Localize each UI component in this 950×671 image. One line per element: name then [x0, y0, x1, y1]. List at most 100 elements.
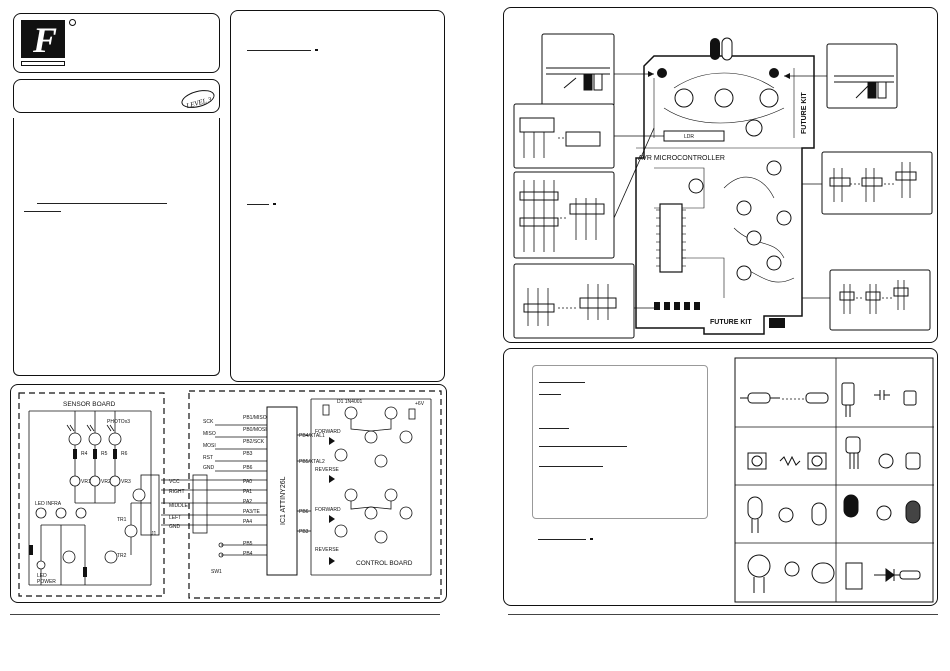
control-board-title: CONTROL BOARD: [356, 560, 413, 567]
schematic-panel: SENSOR BOARD CONTROL BOARD: [10, 384, 447, 603]
text-heading-rule: [539, 466, 603, 467]
right-text-column: [230, 10, 445, 382]
pcb-title: AVR MICROCONTROLLER: [638, 155, 725, 162]
title-box: LEVEL 3: [13, 79, 220, 113]
level-badge: LEVEL 3: [179, 86, 217, 112]
svg-text:SW1: SW1: [211, 569, 222, 575]
text-heading-rule: [539, 382, 585, 383]
led-icons: [583, 73, 887, 99]
svg-text:PB6: PB6: [299, 509, 309, 515]
callout-sensor-left: [541, 33, 615, 107]
section-heading-rule: [37, 203, 167, 204]
transistor-icon: [845, 436, 921, 470]
section-heading-rule-2: [24, 211, 61, 212]
callout-header-3: [513, 263, 635, 339]
svg-text:VCC: VCC: [169, 479, 180, 485]
svg-text:MISO: MISO: [203, 431, 216, 437]
pcb-ldr-label: LDR: [684, 134, 694, 140]
svg-text:PB6: PB6: [243, 465, 253, 471]
svg-text:J1: J1: [151, 531, 157, 537]
heading-tick: [590, 538, 593, 540]
svg-text:TR1: TR1: [117, 517, 127, 523]
svg-text:GND: GND: [169, 524, 181, 530]
svg-text:REVERSE: REVERSE: [315, 467, 340, 473]
svg-text:PB0/MOSI: PB0/MOSI: [243, 427, 267, 433]
left-footer-rule: [10, 614, 440, 615]
ic1-chip-label: IC1 ATTINY26L: [280, 476, 287, 525]
svg-text:PHOTOx3: PHOTOx3: [107, 419, 130, 425]
svg-text:FORWARD: FORWARD: [315, 429, 341, 435]
logo-letter: F: [33, 20, 58, 60]
svg-text:MOSI: MOSI: [203, 443, 216, 449]
svg-text:MIDDLE: MIDDLE: [169, 503, 189, 509]
led-icons: [329, 437, 335, 565]
logo-underline: [21, 61, 65, 66]
svg-text:VR1: VR1: [81, 479, 91, 485]
svg-text:TR2: TR2: [117, 553, 127, 559]
text-heading-rule: [539, 428, 569, 429]
svg-text:PA2: PA2: [243, 499, 252, 505]
level-badge-text: LEVEL 3: [185, 95, 213, 111]
right-footer-rule: [508, 614, 938, 615]
left-text-column: [13, 118, 220, 376]
svg-text:RST: RST: [203, 455, 213, 461]
sensor-board-title: SENSOR BOARD: [63, 401, 116, 408]
ldr-icon: [747, 554, 835, 593]
diode-icon: [845, 562, 921, 590]
logo-box: F: [13, 13, 220, 73]
component-text-box: [532, 365, 708, 519]
capacitor-icon: [841, 382, 917, 417]
svg-text:RIGHT: RIGHT: [169, 489, 185, 495]
svg-text:LED INFRA: LED INFRA: [35, 501, 62, 507]
svg-text:PB3: PB3: [243, 451, 253, 457]
control-board-outline: [188, 390, 442, 599]
svg-text:PA4: PA4: [243, 519, 252, 525]
pcb-brand-top: FUTURE KIT: [801, 92, 808, 134]
sensor-board-outline: [18, 392, 165, 597]
svg-text:PB4: PB4: [243, 551, 253, 557]
trimmer-icon: [747, 452, 827, 470]
photo-transistor-icon: [843, 494, 921, 524]
svg-text:R6: R6: [121, 451, 128, 457]
svg-text:D1 1N4001: D1 1N4001: [337, 399, 363, 405]
svg-text:VR2: VR2: [101, 479, 111, 485]
pcb-assembly-panel: LDR AVR MICROCONTROLLER FUTURE KIT FUTUR…: [503, 7, 938, 343]
heading-tick-2: [273, 203, 276, 205]
resistor-icon: [740, 392, 829, 404]
svg-text:VR3: VR3: [121, 479, 131, 485]
led-icon: [747, 496, 827, 533]
trimmer-icons: [674, 88, 779, 137]
transistor-icons: [688, 160, 792, 281]
svg-text:R4: R4: [81, 451, 88, 457]
svg-text:PA3/TE: PA3/TE: [243, 509, 261, 515]
transistor-icons: [334, 406, 413, 544]
svg-text:SCK: SCK: [203, 419, 214, 425]
svg-text:PB2/SCK: PB2/SCK: [243, 439, 265, 445]
future-kit-logo: F: [21, 20, 65, 60]
text-heading-rule: [539, 394, 561, 395]
svg-text:REVERSE: REVERSE: [315, 547, 340, 553]
component-panel: [503, 348, 938, 606]
section-heading-rule: [247, 50, 311, 51]
svg-text:GND: GND: [203, 465, 215, 471]
photo-transistor-icons: [35, 432, 146, 570]
text-heading-rule: [539, 446, 627, 447]
svg-text:PB3: PB3: [299, 529, 309, 535]
svg-text:PB5/XTAL2: PB5/XTAL2: [299, 459, 325, 465]
svg-text:PB1/MISO: PB1/MISO: [243, 415, 267, 421]
svg-text:PA1: PA1: [243, 489, 252, 495]
svg-text:R5: R5: [101, 451, 108, 457]
svg-text:FORWARD: FORWARD: [315, 507, 341, 513]
ic-socket: [659, 203, 683, 273]
pcb-assembly-diagram: LDR AVR MICROCONTROLLER FUTURE KIT FUTUR…: [513, 33, 933, 339]
svg-text:LED: LED: [37, 573, 47, 579]
component-grid: [734, 357, 934, 603]
svg-text:LEFT: LEFT: [169, 515, 181, 521]
callout-header-2: [513, 171, 615, 259]
schematic-diagram: SENSOR BOARD CONTROL BOARD: [18, 390, 442, 599]
section-heading-rule-3: [247, 204, 269, 205]
svg-text:POWER: POWER: [37, 579, 56, 585]
ic1-chip-body: [266, 406, 298, 576]
svg-text:PA0: PA0: [243, 479, 252, 485]
svg-text:+6V: +6V: [415, 401, 425, 407]
